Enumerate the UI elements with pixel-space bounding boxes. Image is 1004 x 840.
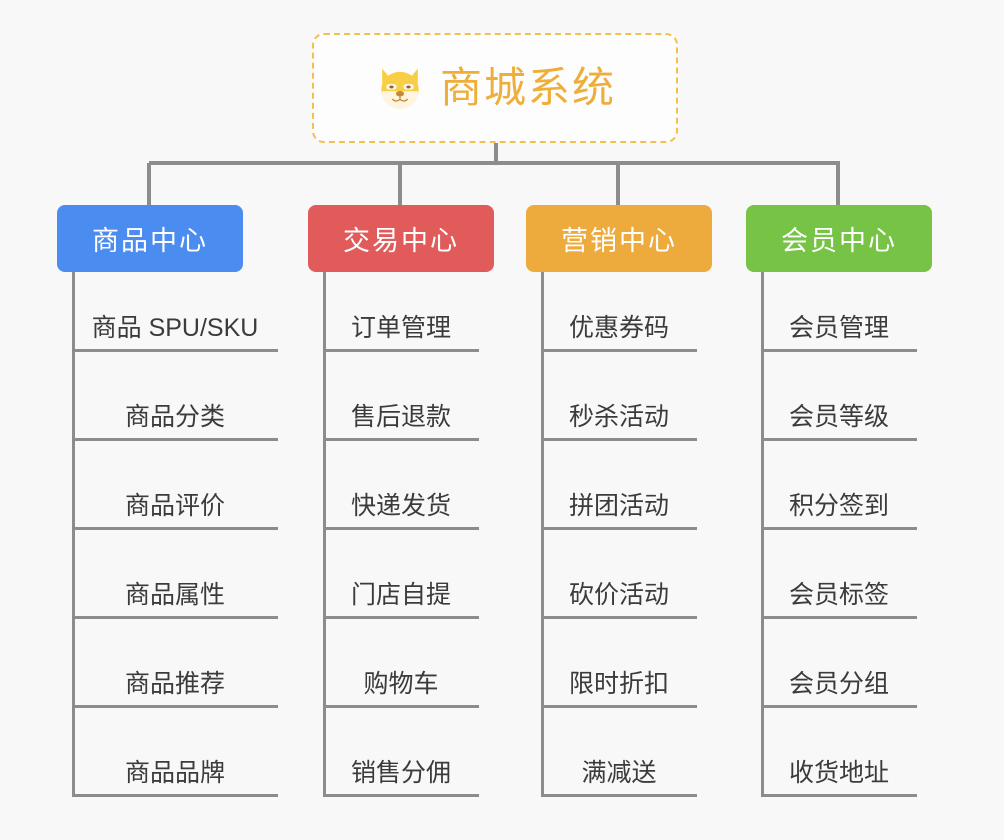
leaf-node[interactable]: 售后退款 — [323, 361, 479, 441]
leaf-node[interactable]: 快递发货 — [323, 450, 479, 530]
leaf-node[interactable]: 限时折扣 — [541, 628, 697, 708]
branch-node-1[interactable]: 商品中心 — [57, 205, 243, 272]
column-spine-1 — [72, 272, 75, 797]
column-spine-2 — [323, 272, 326, 797]
leaf-label: 销售分佣 — [350, 759, 451, 788]
leaf-label: 商品品牌 — [124, 759, 225, 788]
root-node[interactable]: 商城系统 — [312, 33, 678, 143]
leaf-label: 秒杀活动 — [568, 403, 669, 432]
root-title: 商城系统 — [439, 64, 616, 111]
branch-column-4: 会员管理会员等级积分签到会员标签会员分组收货地址 — [761, 272, 917, 806]
leaf-node[interactable]: 商品属性 — [72, 539, 278, 619]
branch-column-1: 商品 SPU/SKU 商品分类商品评价商品属性商品推荐商品品牌 — [72, 272, 278, 806]
leaf-node[interactable]: 商品 SPU/SKU — [72, 272, 278, 352]
connector-drop-4 — [836, 163, 840, 205]
leaf-label: 优惠券码 — [568, 314, 669, 343]
leaf-label: 商品评价 — [124, 492, 225, 521]
leaf-label: 会员标签 — [788, 581, 889, 610]
leaf-label: 商品属性 — [124, 581, 225, 610]
leaf-label: 满减送 — [581, 759, 657, 788]
leaf-label: 拼团活动 — [568, 492, 669, 521]
leaf-label: 门店自提 — [350, 581, 451, 610]
leaf-node[interactable]: 商品品牌 — [72, 717, 278, 797]
leaf-label: 商品 SPU/SKU — [91, 314, 259, 343]
leaf-label: 收货地址 — [788, 759, 889, 788]
leaf-label: 限时折扣 — [568, 670, 669, 699]
leaf-node[interactable]: 商品评价 — [72, 450, 278, 530]
leaf-label: 购物车 — [363, 670, 439, 699]
leaf-node[interactable]: 会员管理 — [761, 272, 917, 352]
leaf-label: 售后退款 — [350, 403, 451, 432]
leaf-node[interactable]: 商品分类 — [72, 361, 278, 441]
leaf-node[interactable]: 秒杀活动 — [541, 361, 697, 441]
leaf-node[interactable]: 订单管理 — [323, 272, 479, 352]
branch-column-3: 优惠券码秒杀活动拼团活动砍价活动限时折扣满减送 — [541, 272, 697, 806]
branch-node-4[interactable]: 会员中心 — [746, 205, 932, 272]
leaf-node[interactable]: 销售分佣 — [323, 717, 479, 797]
leaf-label: 快递发货 — [350, 492, 451, 521]
leaf-node[interactable]: 会员等级 — [761, 361, 917, 441]
leaf-node[interactable]: 砍价活动 — [541, 539, 697, 619]
leaf-node[interactable]: 收货地址 — [761, 717, 917, 797]
shiba-dog-face-icon — [374, 62, 426, 114]
leaf-label: 会员分组 — [788, 670, 889, 699]
leaf-label: 商品分类 — [124, 403, 225, 432]
leaf-node[interactable]: 门店自提 — [323, 539, 479, 619]
connector-drop-3 — [616, 163, 620, 205]
leaf-label: 订单管理 — [350, 314, 451, 343]
leaf-node[interactable]: 商品推荐 — [72, 628, 278, 708]
connector-drop-1 — [147, 163, 151, 205]
branch-column-2: 订单管理售后退款快递发货门店自提购物车销售分佣 — [323, 272, 479, 806]
leaf-node[interactable]: 优惠券码 — [541, 272, 697, 352]
connector-stem — [494, 143, 498, 163]
leaf-node[interactable]: 积分签到 — [761, 450, 917, 530]
branch-node-3[interactable]: 营销中心 — [526, 205, 712, 272]
connector-bus — [149, 161, 840, 165]
leaf-label: 商品推荐 — [124, 670, 225, 699]
leaf-node[interactable]: 会员分组 — [761, 628, 917, 708]
branch-node-2[interactable]: 交易中心 — [308, 205, 494, 272]
leaf-node[interactable]: 满减送 — [541, 717, 697, 797]
column-spine-4 — [761, 272, 764, 797]
leaf-label: 积分签到 — [788, 492, 889, 521]
column-spine-3 — [541, 272, 544, 797]
leaf-node[interactable]: 会员标签 — [761, 539, 917, 619]
leaf-node[interactable]: 拼团活动 — [541, 450, 697, 530]
leaf-label: 砍价活动 — [568, 581, 669, 610]
connector-drop-2 — [398, 163, 402, 205]
leaf-label: 会员等级 — [788, 403, 889, 432]
leaf-node[interactable]: 购物车 — [323, 628, 479, 708]
leaf-label: 会员管理 — [788, 314, 889, 343]
